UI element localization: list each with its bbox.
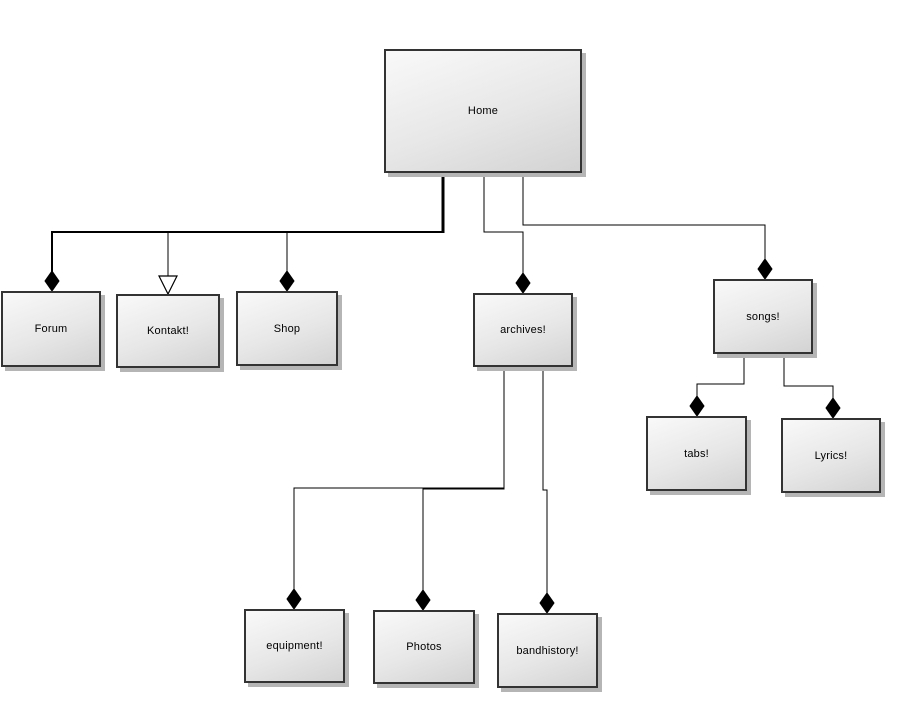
composition-diamond-icon — [279, 270, 295, 292]
node-label-lyrics: Lyrics! — [814, 449, 848, 462]
node-label-tabs: tabs! — [684, 447, 709, 460]
diagram-node-tabs[interactable]: tabs! — [646, 416, 747, 491]
edge-songs-tabs — [696, 354, 745, 398]
edge-home-archives — [483, 173, 524, 275]
composition-diamond-icon — [757, 258, 773, 280]
diagram-node-archives[interactable]: archives! — [473, 293, 573, 367]
node-label-home: Home — [467, 105, 499, 117]
composition-diamond-icon — [539, 592, 555, 614]
node-label-forum: Forum — [34, 323, 68, 335]
diagram-node-forum[interactable]: Forum — [1, 291, 101, 367]
node-label-songs: songs! — [746, 310, 780, 323]
diagram-node-home[interactable]: Home — [384, 49, 582, 173]
node-label-bandhistory: bandhistory! — [516, 644, 579, 657]
composition-diamond-icon — [44, 270, 60, 292]
composition-diamond-icon — [286, 588, 302, 610]
node-label-archives: archives! — [500, 324, 546, 336]
edge-home-songs — [522, 173, 766, 261]
composition-diamond-icon — [415, 589, 431, 611]
diagram-node-songs[interactable]: songs! — [713, 279, 813, 354]
edge-archives-photos — [422, 367, 505, 592]
node-label-shop: Shop — [273, 322, 301, 335]
edge-songs-lyrics — [783, 354, 834, 400]
composition-diamond-icon — [825, 397, 841, 419]
node-label-equipment: equipment! — [266, 640, 323, 652]
diagram-node-shop[interactable]: Shop — [236, 291, 338, 366]
edge-archives-bandhistory — [542, 367, 548, 595]
diagram-node-bandhistory[interactable]: bandhistory! — [497, 613, 598, 688]
diagram-node-lyrics[interactable]: Lyrics! — [781, 418, 881, 493]
edge-archives-equipment — [293, 367, 505, 591]
diagram-node-equipment[interactable]: equipment! — [244, 609, 345, 683]
node-label-kontakt: Kontakt! — [147, 325, 189, 337]
generalization-triangle-icon — [158, 275, 178, 296]
composition-diamond-icon — [515, 272, 531, 294]
composition-diamond-icon — [689, 395, 705, 417]
node-label-photos: Photos — [406, 641, 442, 653]
diagram-node-photos[interactable]: Photos — [373, 610, 475, 684]
diagram-node-kontakt[interactable]: Kontakt! — [116, 294, 220, 368]
